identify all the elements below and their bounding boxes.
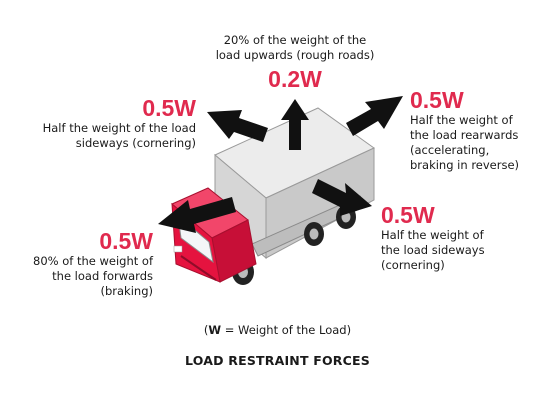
force-front-desc-line-3: (braking): [100, 284, 154, 298]
front-arrow: [158, 197, 236, 233]
legend-text: = Weight of the Load): [221, 323, 352, 337]
force-up-desc-line-2: load upwards (rough roads): [215, 48, 375, 62]
force-left-desc-line-2: sideways (cornering): [75, 136, 196, 150]
force-front: 0.5W 80% of the weight of the load forwa…: [10, 228, 153, 299]
left-arrow: [207, 110, 268, 142]
force-rear-desc-line-2: the load rearwards: [410, 128, 519, 142]
headlight: [173, 245, 183, 253]
force-front-value: 0.5W: [99, 228, 153, 254]
force-rear-desc-line-1: Half the weight of: [410, 113, 513, 127]
force-right: 0.5W Half the weight of the load sideway…: [381, 202, 531, 273]
force-rear-desc-line-4: braking in reverse): [410, 158, 520, 172]
legend-open: (: [203, 323, 209, 337]
diagram-title: LOAD RESTRAINT FORCES: [185, 353, 370, 368]
weight-legend: (W = Weight of the Load): [0, 323, 555, 338]
force-left-desc-line-1: Half the weight of the load: [42, 121, 196, 135]
force-right-desc-line-3: (cornering): [381, 258, 445, 272]
legend-symbol: W: [208, 323, 222, 337]
force-rear-value: 0.5W: [410, 87, 464, 113]
force-rear: 0.5W Half the weight of the load rearwar…: [410, 87, 550, 173]
force-up: 20% of the weight of the load upwards (r…: [200, 33, 390, 92]
rear-arrow: [346, 96, 403, 136]
middle-wheel: [304, 222, 324, 246]
force-up-desc-line-1: 20% of the weight of the: [223, 33, 367, 47]
force-front-desc-line-2: the load forwards: [52, 269, 153, 283]
right-arrow: [312, 179, 372, 216]
force-left-value: 0.5W: [142, 95, 196, 121]
force-right-desc-line-2: the load sideways: [381, 243, 485, 257]
force-front-desc-line-1: 80% of the weight of: [33, 254, 153, 268]
up-arrow: [281, 99, 309, 150]
force-rear-desc-line-3: (accelerating,: [410, 143, 490, 157]
force-left: 0.5W Half the weight of the load sideway…: [18, 95, 196, 151]
force-right-desc-line-1: Half the weight of: [381, 228, 484, 242]
force-up-value: 0.2W: [268, 66, 322, 92]
force-right-value: 0.5W: [381, 202, 435, 228]
